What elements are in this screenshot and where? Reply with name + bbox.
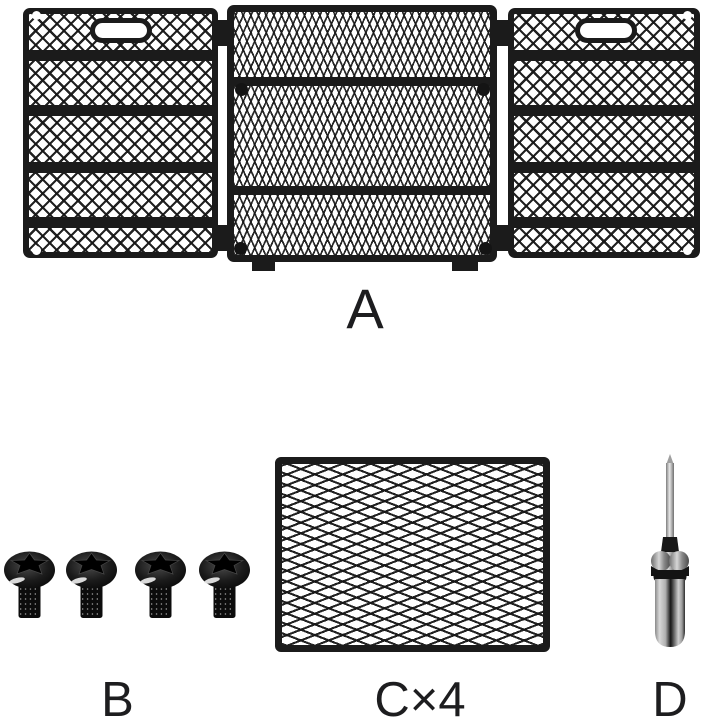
screw-icon xyxy=(4,551,55,618)
screw-icon xyxy=(199,551,250,618)
center-mesh-panel xyxy=(227,5,497,271)
rivet-hole-bottom-left xyxy=(32,246,41,255)
divider-bar xyxy=(27,162,214,173)
divider-bar xyxy=(512,50,696,61)
foot-tab xyxy=(452,261,478,271)
rivet-hole-top-right xyxy=(683,11,692,20)
divider-bar xyxy=(512,162,696,173)
divider-bar xyxy=(27,217,214,228)
bolt-head xyxy=(234,242,247,255)
rivet-hole-top-left xyxy=(32,11,41,20)
part-label-d: D xyxy=(652,673,688,723)
divider-bar xyxy=(512,217,696,228)
part-label-a: A xyxy=(346,277,384,340)
divider-bar xyxy=(27,50,214,61)
handle-cutout xyxy=(90,18,152,43)
mesh-panel-c xyxy=(275,457,550,652)
right-mesh-panel xyxy=(508,8,700,258)
screw-icon xyxy=(135,551,186,618)
bolt-head xyxy=(477,83,490,96)
divider-bar xyxy=(231,186,493,195)
part-label-b: B xyxy=(101,673,134,723)
rivet-hole-bottom-right xyxy=(683,246,692,255)
bolt-head xyxy=(235,83,248,96)
handle-cutout xyxy=(575,18,637,43)
left-mesh-panel xyxy=(23,8,218,258)
foot-tab xyxy=(252,261,275,271)
bolt-head xyxy=(479,242,492,255)
divider-bar xyxy=(231,77,493,86)
divider-bar xyxy=(512,105,696,116)
divider-bar xyxy=(27,105,214,116)
screw-icon xyxy=(66,551,117,618)
part-label-c: C×4 xyxy=(374,673,466,723)
screwdriver-icon xyxy=(651,454,689,647)
